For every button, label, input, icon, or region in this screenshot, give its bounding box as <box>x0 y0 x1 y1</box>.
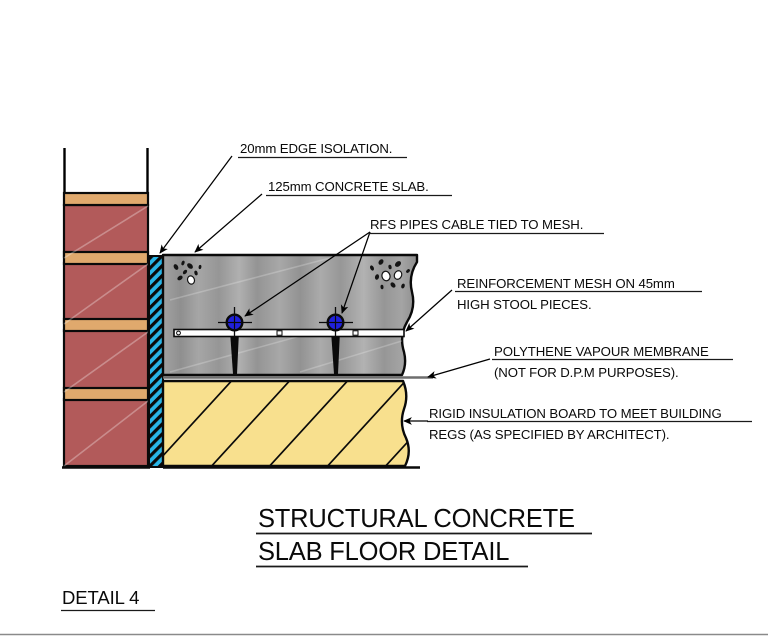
rfs-pipe <box>218 307 353 338</box>
annotation-concrete-slab: 125mm CONCRETE SLAB. <box>268 179 429 194</box>
drawing-title-line2: SLAB FLOOR DETAIL <box>258 538 509 566</box>
detail-number-label: DETAIL 4 <box>62 587 139 608</box>
annotation-reinforcement-mesh-line2: HIGH STOOL PIECES. <box>457 297 592 312</box>
annotation-rigid-insulation-line1: RIGID INSULATION BOARD TO MEET BUILDING <box>429 406 722 421</box>
concrete-slab-body <box>161 253 419 377</box>
annotation-rfs-pipes: RFS PIPES CABLE TIED TO MESH. <box>370 217 583 232</box>
insulation-board <box>161 379 420 469</box>
annotation-edge-isolation: 20mm EDGE ISOLATION. <box>240 141 392 156</box>
edge-isolation-strip <box>148 255 164 468</box>
annotation-vapour-membrane-line2: (NOT FOR D.P.M PURPOSES). <box>494 365 679 380</box>
annotation-reinforcement-mesh-line1: REINFORCEMENT MESH ON 45mm <box>457 276 675 291</box>
brick-hatch <box>63 205 149 467</box>
concrete-aggregate <box>173 260 202 285</box>
stool-piece <box>230 331 340 374</box>
insulation-hatch <box>163 381 409 466</box>
annotation-rigid-insulation-line2: REGS (AS SPECIFIED BY ARCHITECT). <box>429 427 669 442</box>
concrete-aggregate-right <box>370 259 410 290</box>
drawing-title-line1: STRUCTURAL CONCRETE <box>258 505 575 533</box>
brick-wall <box>62 148 150 469</box>
reinforcement-mesh-bar <box>173 328 405 338</box>
annotation-vapour-membrane-line1: POLYTHENE VAPOUR MEMBRANE <box>494 344 709 359</box>
brick-courses <box>62 203 150 468</box>
leader-lines <box>159 155 752 425</box>
